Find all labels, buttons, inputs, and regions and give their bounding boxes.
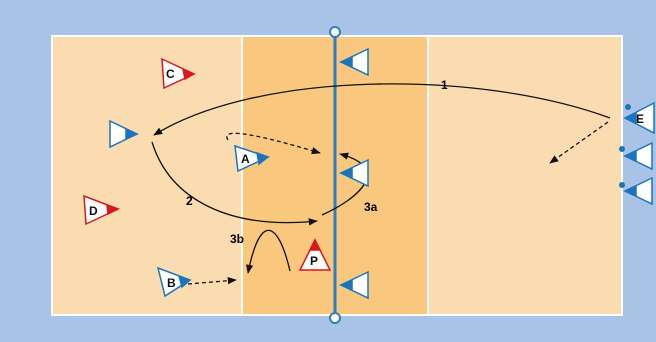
- player-D-label: D: [89, 204, 98, 218]
- path-1: [153, 83, 611, 136]
- player-marker-net-top: [339, 47, 369, 77]
- path-label-2: 2: [186, 194, 193, 208]
- player-C: [161, 57, 196, 90]
- blue-team-markers: [109, 47, 653, 300]
- player-A-label: A: [241, 152, 250, 166]
- player-marker-net-middle: [339, 158, 369, 188]
- player-E: [623, 101, 655, 135]
- player-P: [298, 238, 332, 271]
- net-post-bottom: [329, 312, 341, 324]
- player-marker-queue-3: [623, 176, 653, 206]
- queue-dots: [619, 104, 631, 188]
- path-e-dashed: [549, 121, 609, 164]
- player-marker-queue-2: [623, 141, 653, 171]
- player-P-label: P: [310, 254, 318, 268]
- player-B: [156, 266, 192, 298]
- path-3b: [246, 229, 291, 274]
- path-2: [151, 141, 318, 226]
- path-a-dashed: [226, 132, 321, 155]
- path-label-3a: 3a: [364, 200, 378, 214]
- player-D: [83, 194, 120, 226]
- player-B-label: B: [167, 276, 176, 290]
- path-label-1: 1: [441, 78, 448, 92]
- net-post-top: [329, 26, 341, 38]
- player-marker-net-bottom: [339, 270, 369, 300]
- path-label-3b: 3b: [230, 232, 244, 246]
- player-marker-left-back: [109, 119, 139, 149]
- player-E-label: E: [636, 112, 644, 126]
- path-b-dashed: [187, 277, 237, 285]
- player-C-label: C: [166, 67, 175, 81]
- player-A: [234, 144, 271, 173]
